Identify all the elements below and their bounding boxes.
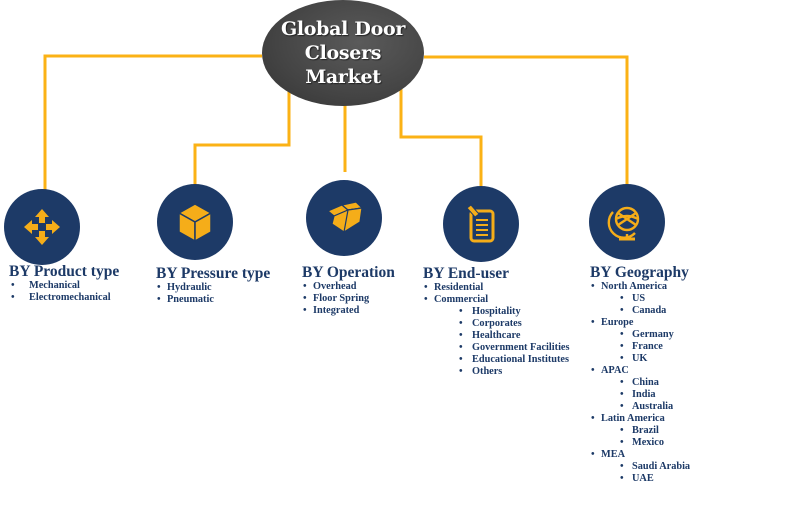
- list-subitem: Brazil: [590, 425, 690, 437]
- four-arrows-icon: [24, 209, 60, 245]
- list-item: Pneumatic: [156, 294, 270, 306]
- operation-circle: [306, 180, 382, 256]
- root-title-line: Global Door: [280, 18, 406, 40]
- list-subitem: Healthcare: [423, 330, 570, 342]
- category-title: BY Product type: [9, 263, 120, 280]
- list-item: APAC: [590, 365, 690, 377]
- list-subitem: India: [590, 389, 690, 401]
- category-pressure-type: BY Pressure type Hydraulic Pneumatic: [156, 265, 270, 306]
- open-box-icon: [327, 201, 363, 233]
- end-user-circle: [443, 186, 519, 262]
- pressure-type-circle: [157, 184, 233, 260]
- list-item: Electromechanical: [9, 292, 119, 304]
- list-subitem: UAE: [590, 473, 690, 485]
- list-item: Floor Spring: [302, 293, 395, 305]
- connector-end-user: [399, 88, 483, 186]
- list-subitem: Germany: [590, 329, 690, 341]
- clipboard-pencil-icon: [466, 204, 495, 243]
- category-title: BY Pressure type: [156, 265, 271, 282]
- list-item: MEA: [590, 449, 690, 461]
- list-subitem: Government Facilities: [423, 342, 570, 354]
- geography-circle: [589, 184, 665, 260]
- list-subitem: US: [590, 293, 690, 305]
- list-subitem: Mexico: [590, 437, 690, 449]
- product-type-circle: [4, 189, 80, 265]
- list-subitem: Australia: [590, 401, 690, 413]
- connector-product-type: [43, 54, 262, 190]
- list-item: Hydraulic: [156, 282, 270, 294]
- list-item: Commercial: [423, 294, 570, 306]
- category-end-user: BY End-user Residential Commercial Hospi…: [423, 265, 570, 378]
- list-subitem: UK: [590, 353, 690, 365]
- list-item: Integrated: [302, 305, 395, 317]
- connector-pressure-type: [193, 88, 291, 185]
- list-subitem: Canada: [590, 305, 690, 317]
- cube-icon: [178, 203, 212, 242]
- category-geography: BY Geography North America US Canada Eur…: [590, 264, 690, 485]
- list-item: North America: [590, 281, 690, 293]
- list-subitem: Saudi Arabia: [590, 461, 690, 473]
- category-title: BY End-user: [423, 265, 509, 282]
- connector-geography: [424, 55, 629, 186]
- category-title: BY Geography: [590, 264, 689, 281]
- list-subitem: Corporates: [423, 318, 570, 330]
- list-item: Latin America: [590, 413, 690, 425]
- root-title-line: Closers: [304, 42, 382, 64]
- list-subitem: France: [590, 341, 690, 353]
- category-operation: BY Operation Overhead Floor Spring Integ…: [302, 264, 395, 317]
- list-subitem: China: [590, 377, 690, 389]
- root-title-line: Market: [305, 66, 381, 88]
- list-item: Europe: [590, 317, 690, 329]
- list-subitem: Others: [423, 366, 570, 378]
- category-title: BY Operation: [302, 264, 395, 281]
- list-item: Overhead: [302, 281, 395, 293]
- list-subitem: Hospitality: [423, 306, 570, 318]
- globe-icon: [607, 206, 640, 241]
- list-subitem: Educational Institutes: [423, 354, 570, 366]
- list-item: Mechanical: [9, 280, 119, 292]
- category-product-type: BY Product type Mechanical Electromechan…: [9, 263, 119, 304]
- root-node: Global Door Closers Market: [262, 0, 424, 106]
- list-item: Residential: [423, 282, 570, 294]
